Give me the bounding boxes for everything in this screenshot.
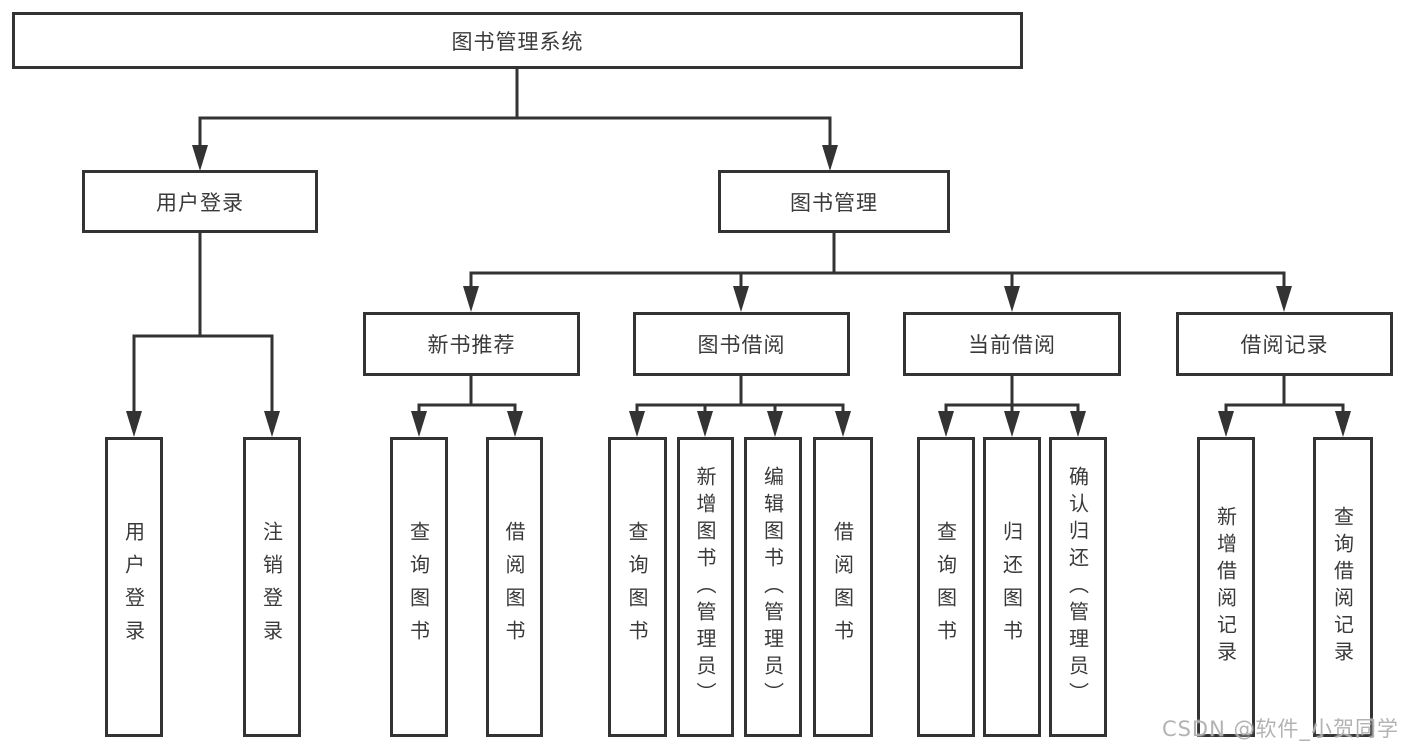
node-book-management-module: 图书管理 <box>718 170 950 233</box>
node-confirm-return-admin: 确认归还（管理员） <box>1049 437 1107 737</box>
csdn-watermark: CSDN @软件_小贺同学 <box>1161 717 1399 741</box>
node-query-books-3: 查询图书 <box>917 437 975 737</box>
node-current-borrowing: 当前借阅 <box>903 312 1121 376</box>
node-book-borrowing: 图书借阅 <box>633 312 850 376</box>
node-add-borrow-record: 新增借阅记录 <box>1197 437 1255 737</box>
node-query-borrow-record: 查询借阅记录 <box>1313 437 1373 737</box>
node-new-book-recommendation: 新书推荐 <box>363 312 580 376</box>
node-edit-books-admin: 编辑图书（管理员） <box>744 437 802 737</box>
node-borrow-books-2: 借阅图书 <box>813 437 873 737</box>
node-user-login-action: 用户登录 <box>105 437 163 737</box>
node-query-books-2: 查询图书 <box>608 437 667 737</box>
arrowhead-group <box>126 145 1351 437</box>
node-query-books-1: 查询图书 <box>390 437 448 737</box>
node-borrow-books-1: 借阅图书 <box>486 437 543 737</box>
node-logout-action: 注销登录 <box>243 437 301 737</box>
node-return-books: 归还图书 <box>983 437 1041 737</box>
node-borrowing-records: 借阅记录 <box>1176 312 1393 376</box>
node-user-login-module: 用户登录 <box>82 170 318 233</box>
node-add-books-admin: 新增图书（管理员） <box>677 437 734 737</box>
node-system-root: 图书管理系统 <box>12 12 1023 69</box>
